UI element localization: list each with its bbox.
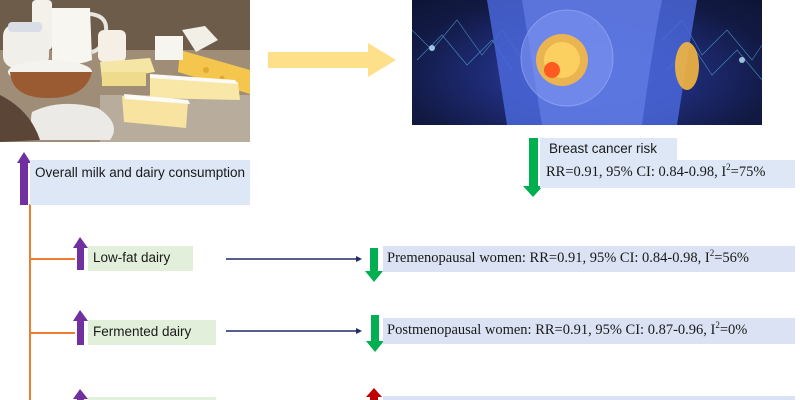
breast-cancer-image: [412, 0, 762, 125]
dairy-illustration: [0, 0, 250, 142]
bottom-red-up-arrow-icon: [366, 388, 382, 400]
breast-cancer-rr-box: RR=0.91, 95% CI: 0.84-0.98, I2=75%: [540, 160, 795, 188]
breast-cancer-rr-text: RR=0.91, 95% CI: 0.84-0.98, I: [546, 164, 727, 180]
postmenopausal-result-box: Postmenopausal women: RR=0.91, 95% CI: 0…: [383, 318, 795, 344]
breast-cancer-i2-value: =75%: [730, 164, 766, 180]
bottom-result-box: [383, 396, 795, 400]
breast-cancer-title: Breast cancer risk: [549, 141, 658, 156]
lowfat-up-arrow-icon: [73, 237, 88, 270]
overall-up-arrow-icon: [17, 152, 31, 205]
i2-superscript: 2: [726, 162, 731, 172]
postmenopausal-result-text: Postmenopausal women: RR=0.91, 95% CI: 0…: [387, 322, 716, 338]
bottom-subtype-box: [88, 397, 216, 400]
tumor: [544, 62, 560, 78]
premenopausal-result-text: Premenopausal women: RR=0.91, 95% CI: 0.…: [387, 250, 710, 266]
fermented-dairy-box: Fermented dairy: [88, 320, 216, 345]
overall-dairy-label: Overall milk and dairy consumption: [34, 165, 246, 180]
premenopausal-down-arrow-icon: [365, 248, 383, 282]
fermented-up-arrow-icon: [73, 310, 88, 345]
connector-fermented-head-icon: [356, 328, 362, 334]
breast-tissue-highlight: [536, 34, 588, 86]
breast-cancer-title-box: Breast cancer risk: [540, 138, 677, 161]
premenopausal-i2-value: =56%: [714, 250, 749, 266]
milk-jug: [52, 8, 92, 64]
premenopausal-result-box: Premenopausal women: RR=0.91, 95% CI: 0.…: [383, 246, 795, 272]
flow-arrow: [268, 43, 396, 77]
overall-dairy-box: Overall milk and dairy consumption: [30, 160, 250, 205]
postmenopausal-i2-value: =0%: [719, 322, 748, 338]
postmenopausal-down-arrow-icon: [366, 315, 384, 352]
fermented-dairy-label: Fermented dairy: [93, 324, 192, 339]
lowfat-dairy-label: Low-fat dairy: [93, 250, 171, 265]
i2-superscript: 2: [709, 248, 715, 258]
bottom-up-arrow-icon: [73, 389, 88, 400]
lowfat-dairy-box: Low-fat dairy: [88, 246, 193, 271]
connector-lowfat-head-icon: [356, 256, 362, 262]
dairy-products-image: [0, 0, 250, 142]
breast-illustration: [412, 0, 762, 125]
i2-superscript: 2: [715, 320, 720, 330]
